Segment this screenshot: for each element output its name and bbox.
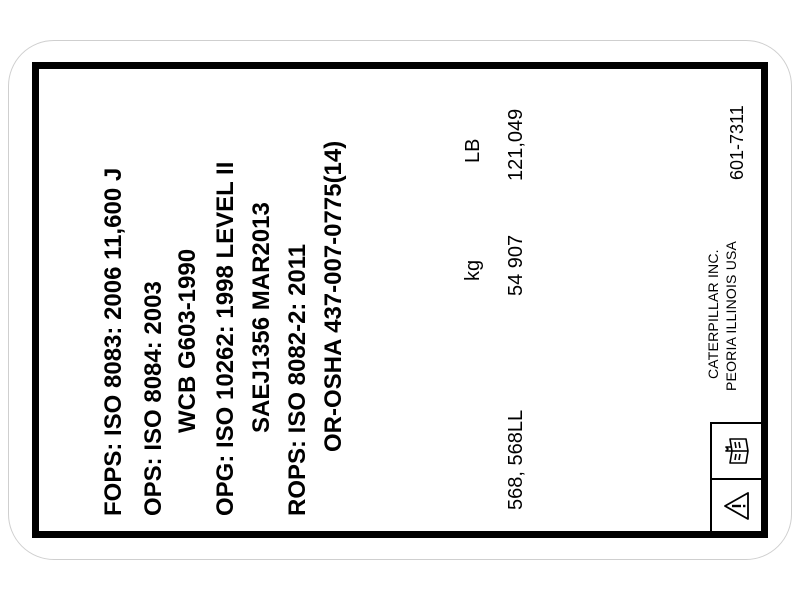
operator-manual-icon [712,424,761,478]
manufacturer-location: PEORIA ILLINOIS USA [723,240,739,391]
manufacturer-name: CATERPILLAR INC. [705,249,721,379]
icon-box-left-border [710,422,712,532]
icon-box-top-border [710,422,761,424]
model-numbers: 568, 568LL [505,409,527,510]
part-number: 601-7311 [727,105,747,180]
warning-triangle-icon [712,480,761,531]
ops-line: OPS: ISO 8084: 2003 [140,281,167,516]
lb-value: 121,049 [505,108,527,181]
opg-line: OPG: ISO 10262: 1998 LEVEL II [212,161,239,516]
opg-sae-line: SAEJ1356 MAR2013 [248,202,275,433]
decal-frame [32,62,768,538]
rops-line: ROPS: ISO 8082-2: 2011 [284,243,311,516]
ops-wcb-line: WCB G603-1990 [174,248,201,433]
lb-label: LB [462,138,484,163]
icon-box-divider [710,478,761,480]
kg-value: 54 907 [505,234,527,296]
decal-outline [8,40,792,560]
kg-label: kg [462,259,484,281]
rops-osha-line: OR-OSHA 437-007-0775(14) [320,140,347,452]
fops-line: FOPS: ISO 8083: 2006 11,600 J [100,167,127,516]
